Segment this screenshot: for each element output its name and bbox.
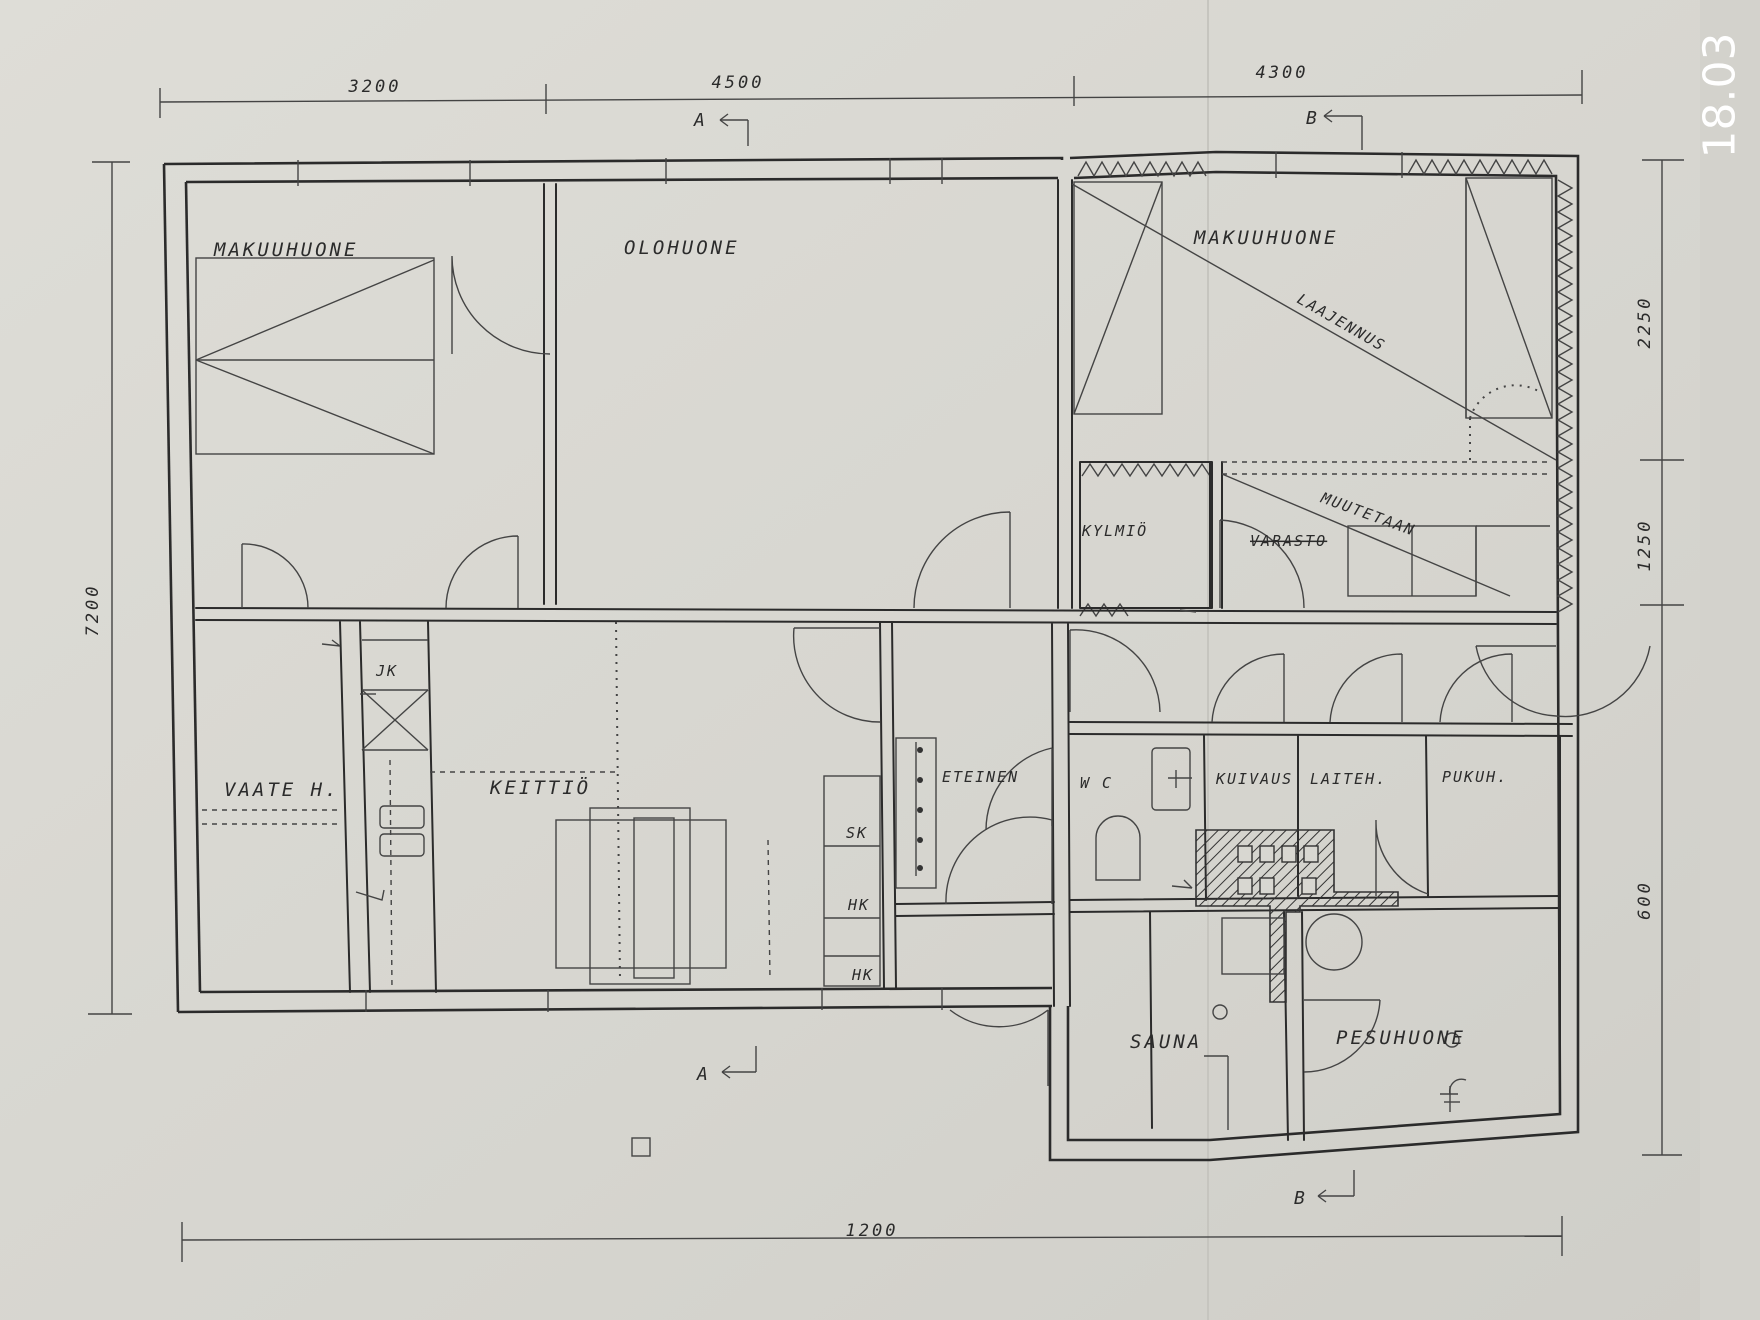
coat-hooks [915,742,923,876]
hatched-stove [1195,829,1399,1003]
exterior-walls [162,150,1580,1162]
section-marker-b-top [1323,109,1363,150]
dim-right-middle: 1250 [1635,519,1655,572]
room-kuivaus: KUIVAUS [1215,770,1293,788]
section-label-a-top: A [693,110,705,131]
right-dimension-line [1640,159,1684,1156]
room-kylmio: KYLMIÖ [1081,521,1148,540]
entry-arrows [321,609,1197,889]
section-marker-a-bottom [721,1046,757,1079]
dim-top-left: 3200 [348,77,402,97]
wardrobe-right-a [1073,181,1163,415]
pesuhuone-fixtures [1305,913,1467,1112]
room-vaatehuone: VAATE H. [224,779,340,801]
room-pukuhuone: PUKUH. [1442,768,1508,786]
photo-timestamp: 18.03 [1694,32,1746,158]
label-sk: SK [846,824,868,842]
interior-walls [195,179,1573,1141]
laajennus-line [1071,183,1557,461]
dim-top-middle: 4500 [712,73,765,93]
paper-edge [1700,0,1760,1320]
dim-bottom-total: 1200 [846,1221,899,1241]
section-label-b-bottom: B [1294,1188,1305,1209]
dim-left-height: 7200 [83,584,103,637]
label-hk-1: HK [847,896,870,914]
small-square-mark [631,1137,651,1157]
sauna-fixtures [1204,917,1285,1130]
section-label-a-bottom: A [696,1064,708,1085]
bed-left [195,257,435,455]
kitchen-counter [355,639,429,991]
section-marker-b-bottom [1317,1170,1355,1203]
dim-right-lower: 600 [1635,880,1655,920]
section-label-b-top: B [1306,108,1317,129]
room-pesuhuone: PESUHUONE [1336,1027,1466,1049]
room-varasto: VARASTO [1250,532,1327,550]
room-wc: W C [1080,774,1113,792]
room-laitehuone: LAITEH. [1310,770,1387,788]
room-makuuhuone-right: MAKUUHUONE [1193,227,1338,249]
muutetaan-line [1221,473,1511,597]
bed-right [1465,177,1553,419]
section-marker-a-top [719,113,749,146]
wc-fixtures [1095,747,1192,881]
label-hk-2: HK [851,966,874,984]
room-olohuone: OLOHUONE [624,237,740,259]
label-jk: JK [375,662,398,680]
room-keittio: KEITTIÖ [489,776,591,799]
door-swings [241,255,1651,1086]
room-sauna: SAUNA [1130,1031,1202,1053]
left-dimension-line [88,161,132,1015]
vaatehuone-rail [202,809,340,825]
kitchen-table [430,621,771,985]
bottom-dimension-line [181,1216,1563,1262]
dim-right-upper: 2250 [1635,296,1655,349]
top-dimension-line [159,70,1583,118]
extension-zigzag-walls [1077,158,1574,618]
tall-cabinets [823,775,881,987]
room-makuuhuone-left: MAKUUHUONE [213,239,358,261]
room-eteinen: ETEINEN [942,768,1019,786]
dim-top-right: 4300 [1256,63,1309,83]
